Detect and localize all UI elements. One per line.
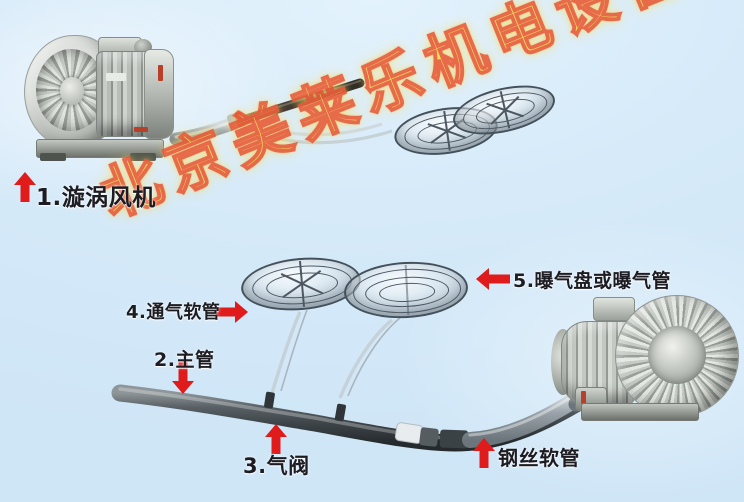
blower-base [581,403,699,421]
arrow-right-label-4 [216,301,248,323]
main-pipe [111,384,612,452]
blower-top-housing [593,297,635,321]
label-main-pipe: 2.主管 [154,349,215,371]
arrow-left-label-5 [476,268,510,290]
blower-fan-casing [615,295,739,417]
air-hoses-middle [270,309,401,399]
diffuser-disc [342,258,470,322]
arrow-up-label-1 [14,172,36,202]
label-diffuser: 5.曝气盘或曝气管 [513,270,671,292]
blower-foot [40,153,66,161]
arrow-up-label-3 [265,424,287,454]
blower-red-marker [158,65,163,81]
label-air-hose: 4.通气软管 [126,302,221,323]
label-vortex-blower: 1.漩涡风机 [36,185,156,211]
blower-top-left [18,27,183,162]
blower-foot [130,153,156,161]
blower-nameplate [106,73,126,81]
top-hose-assembly [169,78,393,146]
blower-motor-endbell [144,49,174,139]
blower-red-marker [581,391,586,404]
blower-red-marker [134,127,148,132]
label-steel-wire-hose: 钢丝软管 [498,446,580,470]
arrow-down-label-2 [172,362,194,394]
blower-bottom-right [551,293,739,428]
label-air-valve: 3.气阀 [243,454,310,478]
blower-fan-hub [36,49,106,131]
arrow-up-label-6 [473,438,495,468]
